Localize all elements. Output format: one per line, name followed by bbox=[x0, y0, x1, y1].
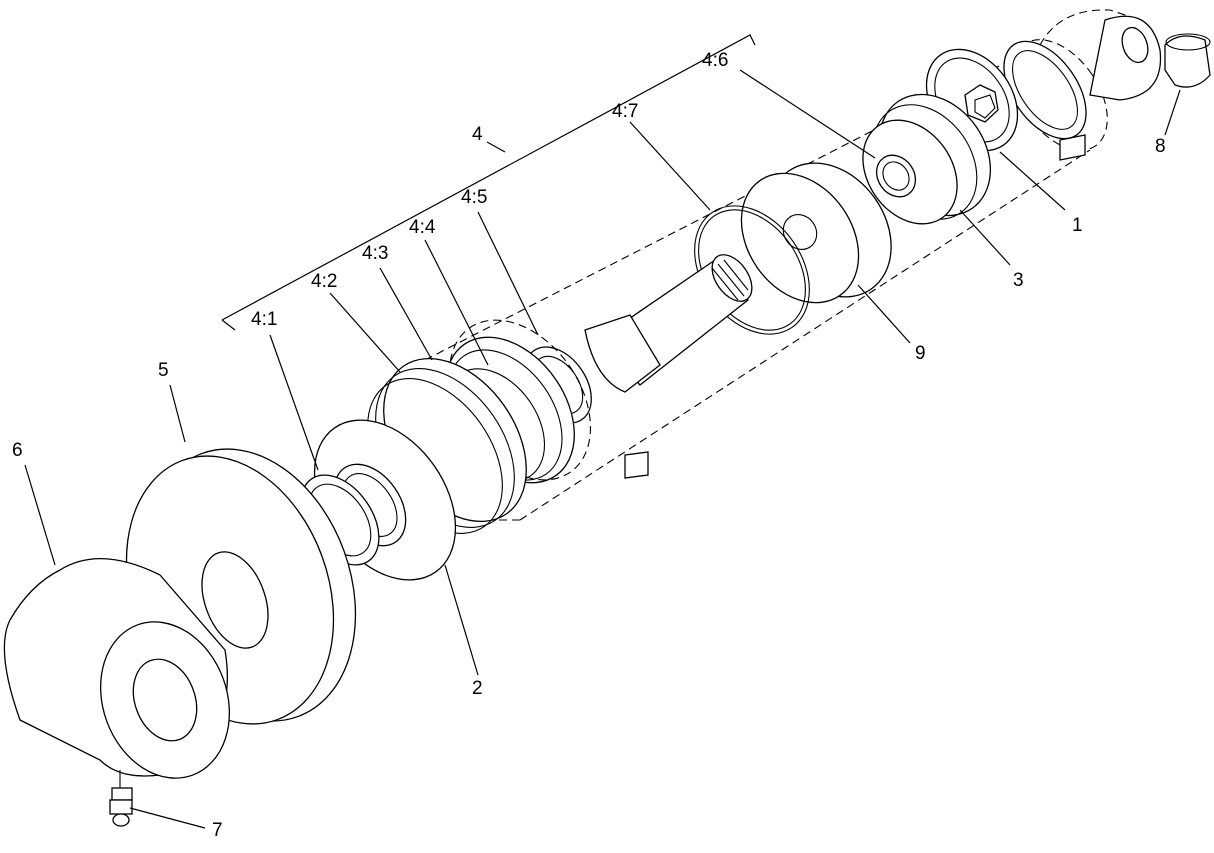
leader-8 bbox=[1164, 89, 1181, 136]
callout-4-6: 4:6 bbox=[702, 50, 728, 71]
callout-2: 2 bbox=[472, 678, 483, 699]
leader-4-4 bbox=[424, 239, 489, 366]
callout-4-5: 4:5 bbox=[461, 187, 487, 208]
leader-4-6 bbox=[739, 69, 876, 159]
part-3-piston bbox=[862, 93, 992, 225]
callout-5: 5 bbox=[158, 360, 169, 381]
callout-4: 4 bbox=[472, 124, 483, 145]
cylinder-barrel-phantom bbox=[424, 9, 1162, 521]
callout-4-1: 4:1 bbox=[251, 309, 277, 330]
callout-4-2: 4:2 bbox=[311, 271, 337, 292]
leader-4-1 bbox=[269, 334, 319, 471]
part-7-grease-fitting bbox=[109, 770, 133, 827]
callout-1: 1 bbox=[1072, 215, 1083, 236]
leader-4-3 bbox=[379, 267, 433, 361]
item-4-bracket-tail bbox=[221, 319, 236, 331]
part-9-spacer bbox=[740, 162, 892, 304]
callout-4-7: 4:7 bbox=[612, 101, 638, 122]
leader-6 bbox=[24, 464, 56, 566]
leader-1 bbox=[999, 151, 1066, 211]
callout-3: 3 bbox=[1013, 270, 1024, 291]
part-8-bushing bbox=[1164, 33, 1211, 88]
piston-rod bbox=[584, 254, 753, 393]
callout-8: 8 bbox=[1155, 136, 1166, 157]
leader-4-5 bbox=[477, 211, 539, 336]
item-4-bracket bbox=[221, 34, 756, 321]
callout-4-4: 4:4 bbox=[409, 217, 436, 238]
callout-7: 7 bbox=[212, 820, 223, 841]
leader-7 bbox=[129, 807, 206, 829]
leader-5 bbox=[169, 384, 186, 443]
callout-9: 9 bbox=[915, 343, 926, 364]
leader-9 bbox=[857, 284, 911, 344]
leader-2 bbox=[444, 564, 479, 676]
callout-6: 6 bbox=[12, 440, 23, 461]
leader-4-7 bbox=[629, 121, 711, 211]
callout-4-3: 4:3 bbox=[362, 243, 388, 264]
part-6-clevis bbox=[3, 557, 231, 779]
leader-4 bbox=[486, 141, 506, 153]
leader-3 bbox=[959, 209, 1011, 266]
leader-4-2 bbox=[329, 292, 401, 373]
